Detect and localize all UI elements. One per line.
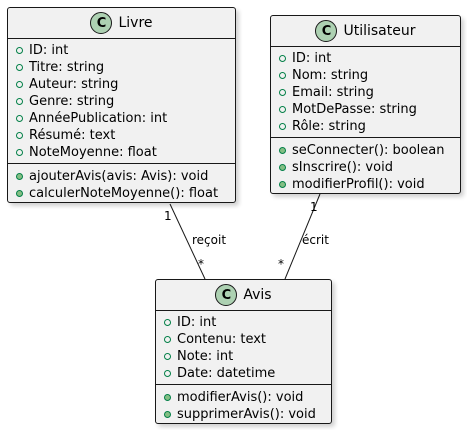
public-field-icon [164, 336, 171, 343]
attribute: AnnéePublication: int [16, 110, 235, 127]
public-method-icon [279, 147, 286, 154]
public-field-icon [16, 115, 23, 122]
attribute: Nom: string [279, 67, 460, 84]
attribute: ID: int [16, 42, 235, 59]
method: calculerNoteMoyenne(): float [16, 185, 235, 202]
attribute: NoteMoyenne: float [16, 144, 235, 161]
class-utilisateur[interactable]: C Utilisateur ID: int Nom: string Email:… [270, 15, 461, 194]
attribute: Date: datetime [164, 365, 331, 382]
class-utilisateur-name: Utilisateur [343, 23, 416, 39]
attribute: ID: int [164, 314, 331, 331]
method: modifierAvis(): void [164, 389, 331, 406]
class-avis-attributes: ID: int Contenu: text Note: int Date: da… [156, 311, 331, 385]
association-label-ecrit: écrit [302, 233, 329, 247]
public-field-icon [279, 106, 286, 113]
public-method-icon [164, 411, 171, 418]
public-field-icon [279, 72, 286, 79]
public-field-icon [16, 81, 23, 88]
attribute: Contenu: text [164, 331, 331, 348]
class-utilisateur-header: C Utilisateur [271, 16, 460, 47]
attribute: MotDePasse: string [279, 101, 460, 118]
multiplicity-avis-from-livre: * [198, 257, 204, 271]
public-field-icon [16, 98, 23, 105]
method: modifierProfil(): void [279, 176, 460, 193]
multiplicity-livre: 1 [164, 209, 172, 223]
public-field-icon [16, 132, 23, 139]
public-field-icon [279, 89, 286, 96]
public-method-icon [164, 394, 171, 401]
method: supprimerAvis(): void [164, 406, 331, 423]
class-stereotype-icon: C [90, 12, 113, 34]
class-stereotype-icon: C [215, 284, 238, 306]
public-field-icon [279, 55, 286, 62]
public-field-icon [164, 319, 171, 326]
association-label-recoit: reçoit [192, 233, 227, 247]
class-stereotype-icon: C [315, 20, 338, 42]
method: ajouterAvis(avis: Avis): void [16, 168, 235, 185]
class-livre-header: C Livre [8, 8, 235, 39]
association-utilisateur-avis [284, 193, 321, 280]
class-livre-methods: ajouterAvis(avis: Avis): void calculerNo… [8, 164, 235, 202]
public-method-icon [279, 181, 286, 188]
attribute: Genre: string [16, 93, 235, 110]
attribute: Email: string [279, 84, 460, 101]
class-livre-attributes: ID: int Titre: string Auteur: string Gen… [8, 39, 235, 164]
public-field-icon [164, 353, 171, 360]
multiplicity-avis-from-utilisateur: * [278, 257, 284, 271]
class-avis[interactable]: C Avis ID: int Contenu: text Note: int D… [155, 279, 332, 424]
multiplicity-utilisateur: 1 [310, 200, 318, 214]
public-field-icon [16, 64, 23, 71]
attribute: Auteur: string [16, 76, 235, 93]
association-livre-avis [169, 203, 206, 280]
attribute: Rôle: string [279, 118, 460, 135]
public-method-icon [16, 190, 23, 197]
public-method-icon [279, 164, 286, 171]
attribute: Note: int [164, 348, 331, 365]
class-livre[interactable]: C Livre ID: int Titre: string Auteur: st… [7, 7, 236, 203]
class-avis-name: Avis [243, 287, 272, 303]
public-method-icon [16, 173, 23, 180]
public-field-icon [279, 123, 286, 130]
public-field-icon [16, 47, 23, 54]
public-field-icon [16, 149, 23, 156]
attribute: Résumé: text [16, 127, 235, 144]
public-field-icon [164, 370, 171, 377]
method: sInscrire(): void [279, 159, 460, 176]
class-utilisateur-methods: seConnecter(): boolean sInscrire(): void… [271, 138, 460, 193]
class-avis-methods: modifierAvis(): void supprimerAvis(): vo… [156, 385, 331, 423]
class-utilisateur-attributes: ID: int Nom: string Email: string MotDeP… [271, 47, 460, 138]
attribute: Titre: string [16, 59, 235, 76]
class-livre-name: Livre [118, 15, 153, 31]
attribute: ID: int [279, 50, 460, 67]
method: seConnecter(): boolean [279, 142, 460, 159]
class-avis-header: C Avis [156, 280, 331, 311]
